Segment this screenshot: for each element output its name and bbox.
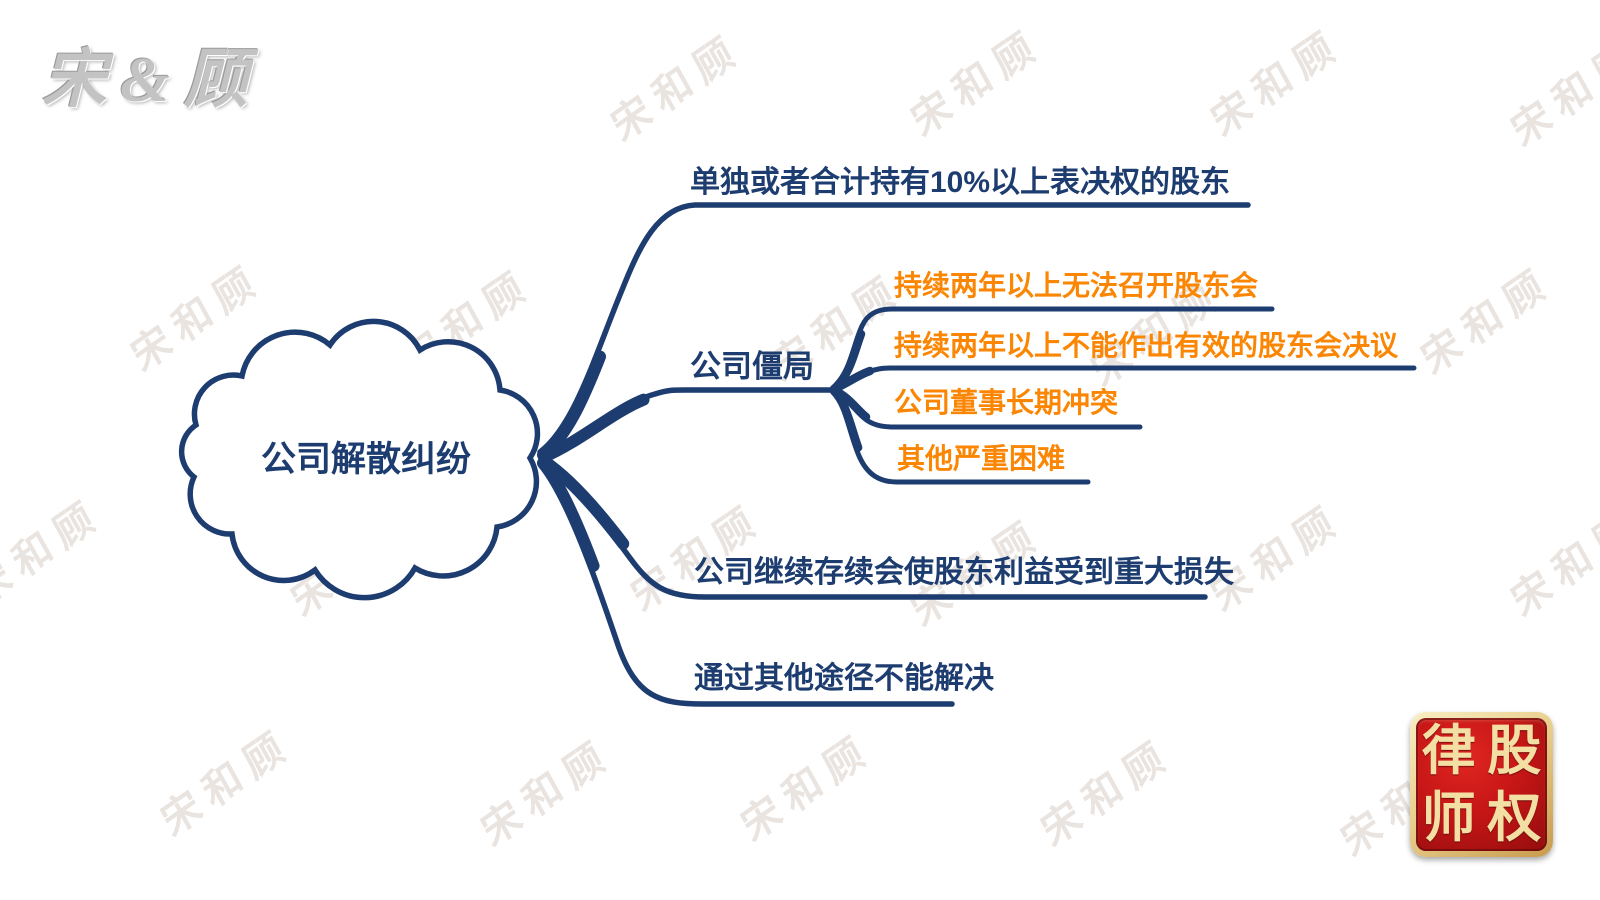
root-node-label: 公司解散纠纷 [261, 440, 471, 479]
seal-char: 权 [1487, 787, 1542, 848]
root-node-cloud-shape [178, 318, 541, 601]
branch-2-label: 公司僵局 [690, 349, 814, 384]
branch-3-label: 公司继续存续会使股东利益受到重大损失 [694, 555, 1235, 589]
seal-char: 股 [1487, 721, 1542, 782]
branch-1-label: 单独或者合计持有10%以上表决权的股东 [690, 165, 1230, 199]
seal-char: 律 [1421, 721, 1476, 782]
branch-lines [537, 202, 1417, 707]
seal-badge-face: 律 股 师 权 [1416, 718, 1547, 851]
branch-line-2-root [538, 389, 663, 463]
subbranch-3-label: 公司董事长期冲突 [894, 386, 1118, 418]
branch-line-4-root [537, 457, 627, 650]
seal-badge: 律 股 师 权 [1410, 712, 1553, 857]
seal-char: 师 [1421, 787, 1476, 848]
brand-logo: 宋&顾 [42, 44, 262, 115]
branch-4-label: 通过其他途径不能解决 [694, 661, 994, 695]
subbranch-2-label: 持续两年以上不能作出有效的股东会决议 [894, 329, 1399, 361]
subbranch-1-label: 持续两年以上无法召开股东会 [894, 269, 1258, 301]
subbranch-line-4-root [829, 386, 866, 460]
branch-line-1-root [537, 202, 703, 461]
subbranch-4-label: 其他严重困难 [897, 443, 1065, 474]
